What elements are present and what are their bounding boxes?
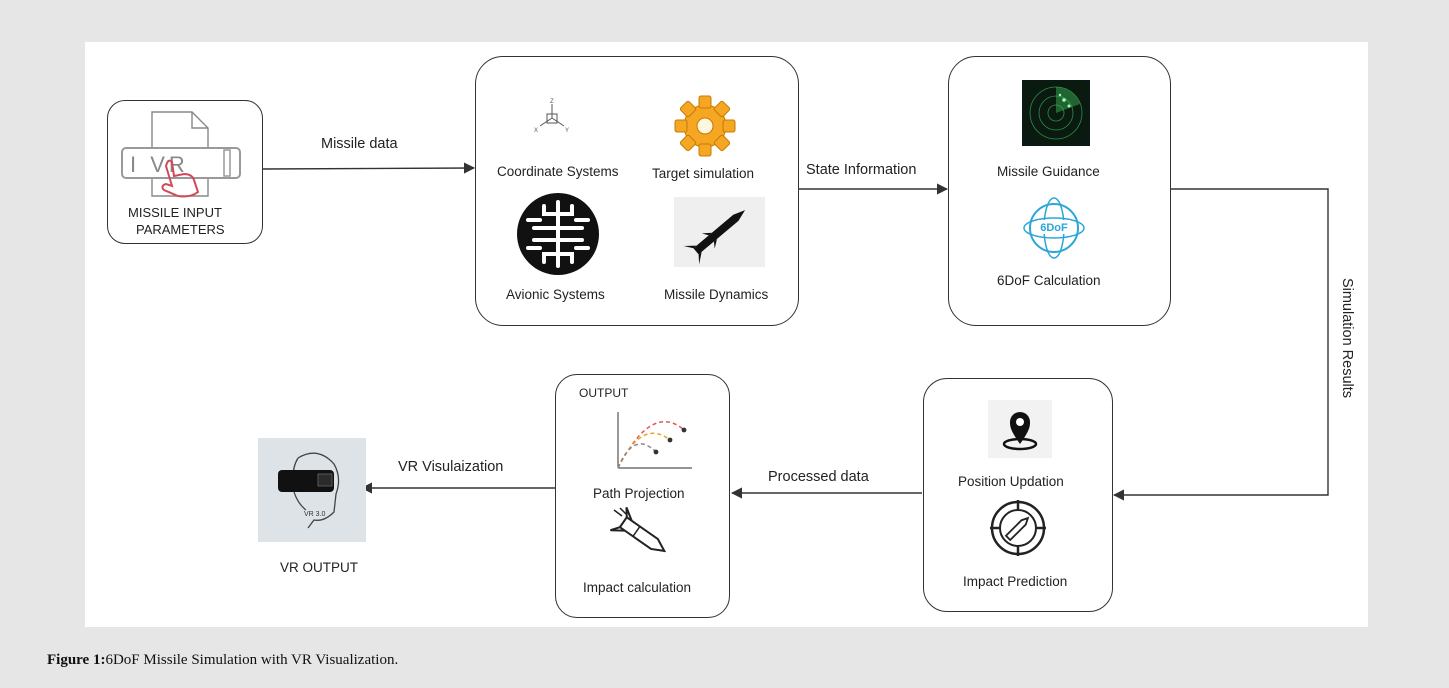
output-title: OUTPUT <box>579 386 629 400</box>
figure-caption-label: Figure 1: <box>47 652 106 668</box>
document-icon: I VR <box>121 111 241 198</box>
path-projection-label: Path Projection <box>593 486 685 501</box>
target-crosshair-icon <box>990 500 1046 556</box>
axis-z-label: Z <box>550 99 554 105</box>
missile-icon <box>674 197 765 267</box>
axis-y-label: Y <box>565 128 569 134</box>
avionics-chip-icon <box>517 193 599 275</box>
input-label-line2: PARAMETERS <box>136 222 225 237</box>
axis-x-label: X <box>534 128 538 134</box>
edge-label-simulation-results: Simulation Results <box>1339 277 1355 399</box>
radar-icon <box>1022 80 1090 146</box>
impact-calculation-label: Impact calculation <box>583 580 692 595</box>
coordinate-axes-icon: Z X Y <box>534 99 569 134</box>
output-box <box>555 374 730 618</box>
vr-output-label: VR OUTPUT <box>280 560 359 575</box>
coordinate-systems-label: Coordinate Systems <box>497 164 619 179</box>
vr-headset-icon: VR 3.0 <box>258 438 366 542</box>
gear-icon <box>674 95 736 157</box>
edge-label-state-information: State Information <box>806 162 917 178</box>
ivr-letters: I VR <box>130 152 189 177</box>
rocket-impact-icon <box>610 506 667 553</box>
arrow-missile-data <box>261 162 476 174</box>
figure-caption-text: 6DoF Missile Simulation with VR Visualiz… <box>105 652 399 668</box>
target-simulation-label: Target simulation <box>652 166 755 181</box>
arrow-simulation-results <box>1112 188 1329 501</box>
impact-prediction-label: Impact Prediction <box>963 574 1068 589</box>
input-label-line1: MISSILE INPUT <box>128 205 222 220</box>
avionic-systems-label: Avionic Systems <box>506 287 605 302</box>
sixdof-badge-text: 6DoF <box>1040 222 1068 234</box>
sim-core-box <box>475 56 799 326</box>
edge-label-missile-data: Missile data <box>321 136 398 152</box>
missile-guidance-label: Missile Guidance <box>997 164 1100 179</box>
missile-dynamics-label: Missile Dynamics <box>664 287 769 302</box>
location-pin-icon <box>988 400 1052 458</box>
position-updation-label: Position Updation <box>958 474 1064 489</box>
figure-caption: Figure 1:6DoF Missile Simulation with VR… <box>47 652 398 669</box>
vr-icon-text: VR 3.0 <box>304 511 326 518</box>
edge-label-processed-data: Processed data <box>768 469 869 485</box>
sixdof-calculation-label: 6DoF Calculation <box>997 273 1101 288</box>
edge-label-vr-visualization: VR Visulaization <box>398 459 504 475</box>
sixdof-icon: 6DoF <box>1023 197 1085 259</box>
trajectory-chart-icon <box>617 412 692 469</box>
